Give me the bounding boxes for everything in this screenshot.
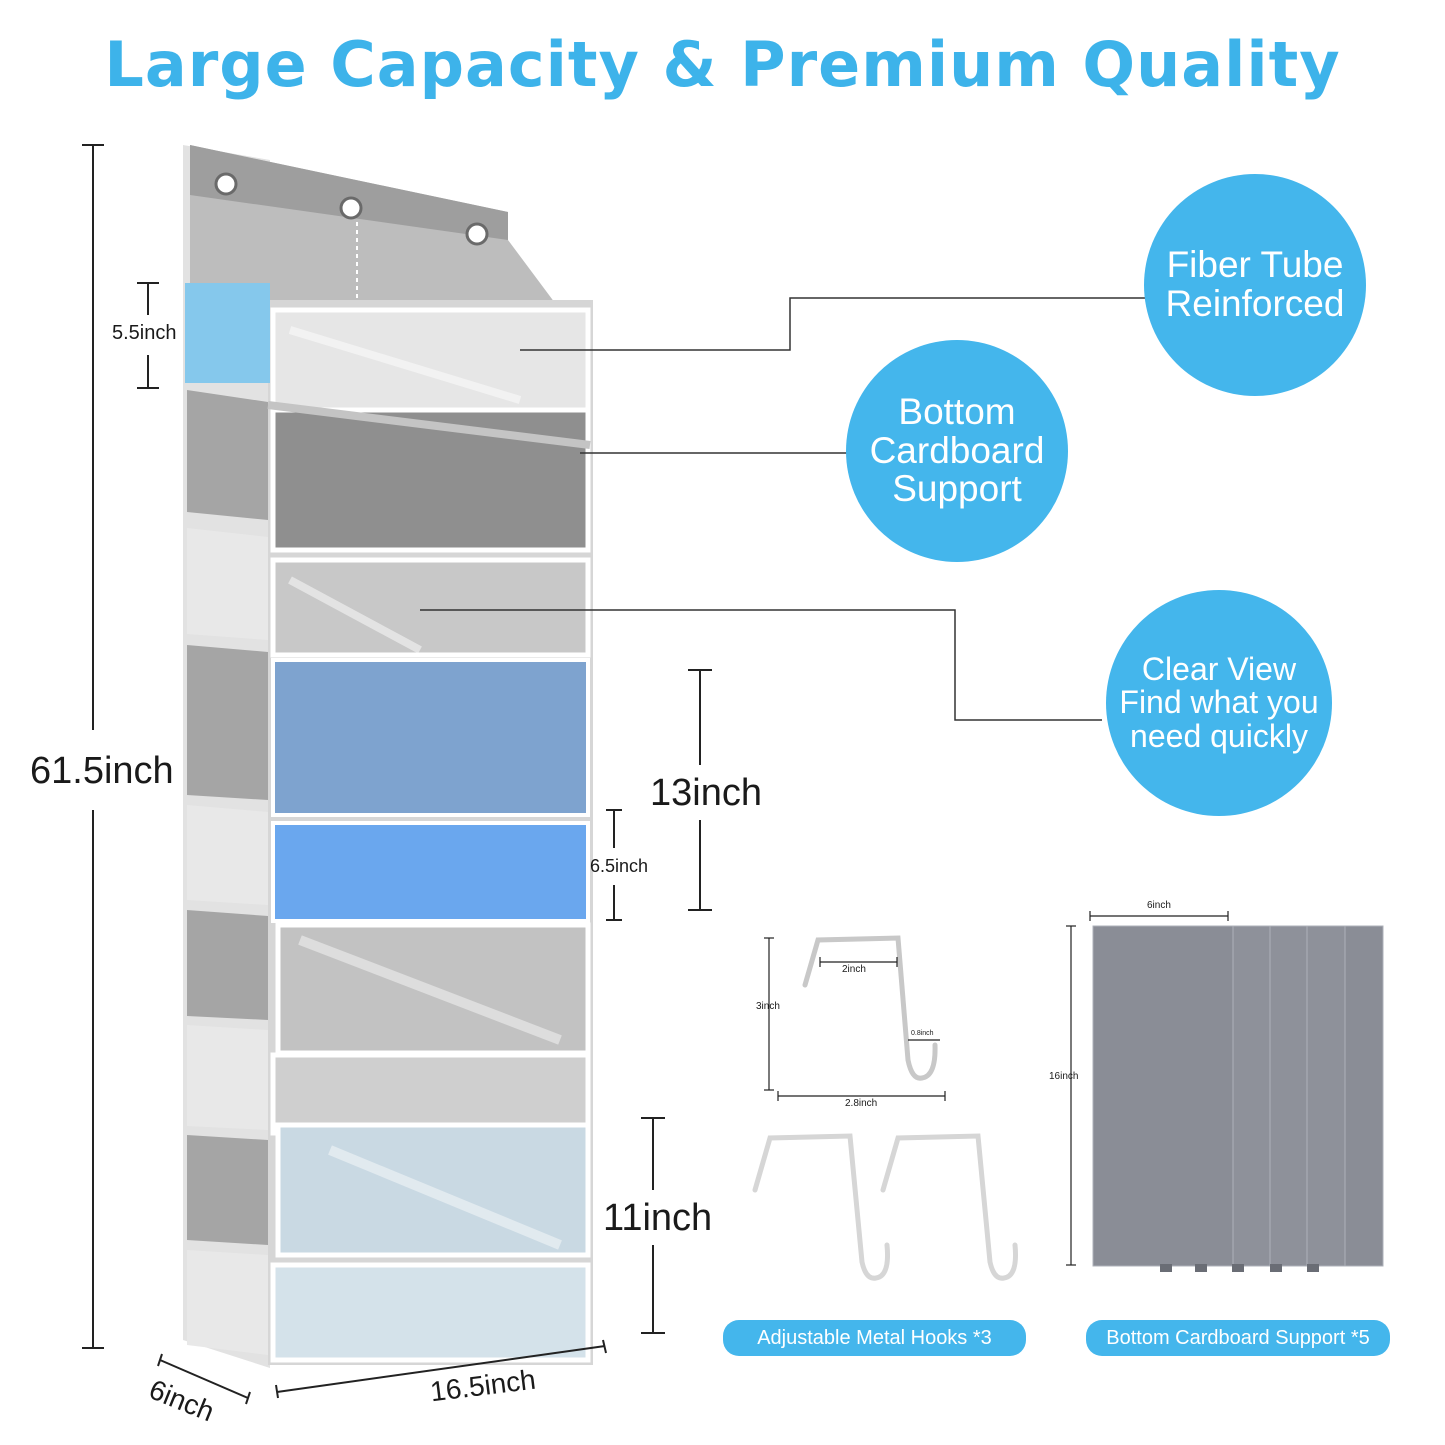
hook-diagram [752, 935, 1018, 1281]
cardboard-width-label: 6inch [1147, 900, 1171, 911]
organizer-header [190, 145, 590, 350]
page-title: Large Capacity & Premium Quality [104, 28, 1341, 101]
dimension-lines [82, 144, 712, 1405]
hooks-caption: Adjustable Metal Hooks *3 [723, 1320, 1026, 1356]
cardboard-height-label: 16inch [1049, 1071, 1079, 1082]
hook-height-label: 3inch [756, 1001, 780, 1012]
hook-tip-label: 0.8inch [911, 1030, 934, 1037]
cardboard-boards [1092, 925, 1384, 1272]
grommet-icon [214, 172, 238, 196]
bottom-cardboard-badge: Bottom Cardboard Support [846, 340, 1068, 562]
hook-top-width-label: 2inch [842, 964, 866, 975]
organizer-side-panel [183, 145, 270, 1368]
fiber-tube-text: Fiber Tube Reinforced [1165, 244, 1345, 324]
grommet-icon [465, 222, 489, 246]
cardboard-caption: Bottom Cardboard Support *5 [1086, 1320, 1390, 1356]
bottom-pocket-label: 11inch [603, 1197, 713, 1239]
clear-view-text: Clear View Find what you need quickly [1119, 650, 1319, 754]
bottom-cardboard-text: Bottom Cardboard Support [869, 390, 1045, 510]
grommet-icon [339, 196, 363, 220]
organizer-pockets [267, 307, 591, 1363]
mid-pocket-large-label: 13inch [650, 772, 762, 814]
top-pocket-highlight [185, 283, 270, 383]
fiber-tube-badge: Fiber Tube Reinforced [1144, 174, 1366, 396]
hook-bottom-width-label: 2.8inch [845, 1098, 878, 1109]
total-height-label: 61.5inch [30, 750, 174, 792]
clear-view-badge: Clear View Find what you need quickly [1106, 590, 1332, 816]
top-pocket-label: 5.5inch [112, 322, 177, 344]
callout-lines [420, 297, 1145, 721]
mid-pocket-small-label: 6.5inch [590, 856, 649, 876]
